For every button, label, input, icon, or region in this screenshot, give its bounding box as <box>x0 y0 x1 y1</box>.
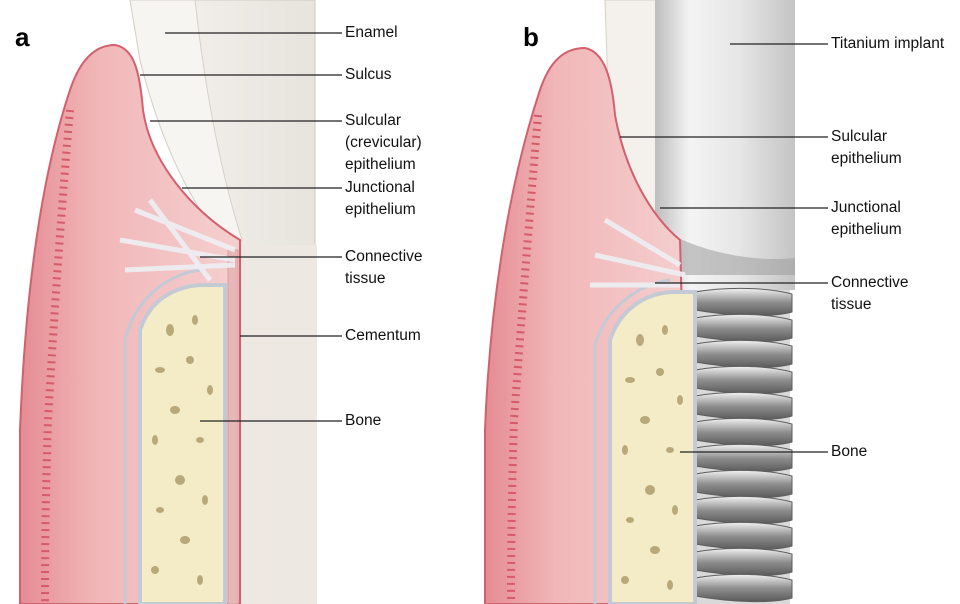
implant-collar-shadow <box>655 225 795 275</box>
implant-thread <box>694 573 793 603</box>
label-sulcular-epithelium-b: Sulcular epithelium <box>831 128 902 167</box>
label-junctional-epithelium: Junctional epithelium <box>345 179 416 218</box>
rete-ridges-b <box>507 114 542 604</box>
rete-ridges <box>41 109 74 604</box>
bone <box>138 283 227 604</box>
implant-thread <box>694 313 793 343</box>
label-cementum: Cementum <box>345 327 421 344</box>
implant-thread <box>694 443 793 473</box>
label-titanium-implant: Titanium implant <box>831 35 945 52</box>
label-bone: Bone <box>345 412 382 429</box>
label-connective-tissue: Connective tissue <box>345 248 423 287</box>
panel-a-illustration <box>19 0 317 604</box>
cementum-strip <box>227 249 239 604</box>
leader-lines <box>140 32 828 453</box>
implant-thread <box>694 469 793 499</box>
periosteum <box>123 268 201 604</box>
label-connective-tissue-b: Connective tissue <box>831 274 909 313</box>
implant-thread <box>694 417 793 447</box>
bone-pores <box>151 315 213 585</box>
implant-threads <box>690 287 793 604</box>
panel-b-letter: b <box>523 22 539 52</box>
label-enamel: Enamel <box>345 24 398 41</box>
label-junctional-epithelium-b: Junctional epithelium <box>831 199 902 238</box>
implant-thread <box>694 521 793 551</box>
enamel-layer <box>129 0 243 256</box>
label-sulcus: Sulcus <box>345 66 392 83</box>
label-sulcular-epithelium: Sulcular (crevicular) epithelium <box>345 112 422 173</box>
implant-thread <box>694 365 793 395</box>
panel-b-illustration <box>484 0 795 604</box>
bone-pores-b <box>621 325 683 590</box>
connective-fibers-b <box>590 217 686 288</box>
implant-thread <box>694 391 793 421</box>
implant-thread <box>694 495 793 525</box>
panel-a-letter: a <box>15 22 30 52</box>
label-bone-b: Bone <box>831 443 868 460</box>
implant-thread <box>694 547 793 577</box>
implant-thread <box>694 287 793 317</box>
implant-thread <box>694 339 793 369</box>
bone-b <box>608 290 697 604</box>
root-dentin <box>232 245 317 604</box>
